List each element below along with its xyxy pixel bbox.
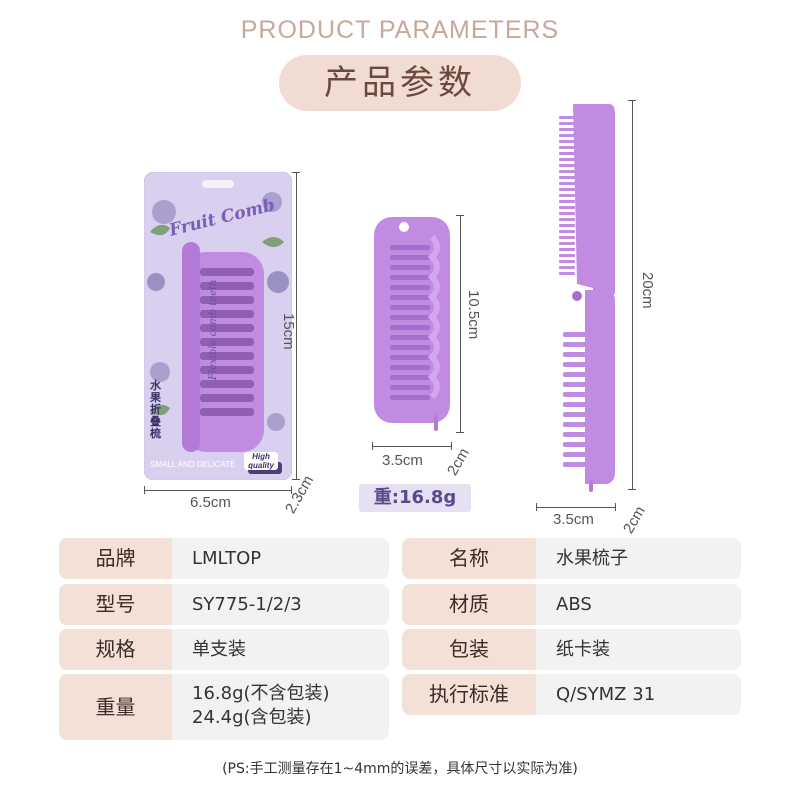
folded-width-label: 3.5cm [382, 452, 423, 469]
package-illustration [144, 172, 292, 480]
spec-label-weight: 重量 [59, 674, 172, 740]
spec-value-brand: LMLTOP [172, 538, 389, 579]
folded-height-label: 10.5cm [465, 290, 482, 340]
package-side-text-cn: 水果折叠梳 [150, 379, 161, 440]
spec-label-standard: 执行标准 [402, 674, 536, 715]
spec-label-packaging: 包装 [402, 629, 536, 670]
spec-value-spec: 单支装 [172, 629, 389, 670]
folded-comb-illustration [374, 217, 450, 431]
package-width-label: 6.5cm [190, 494, 231, 511]
spec-value-packaging: 纸卡装 [536, 629, 741, 670]
folded-depth-label: 2cm [444, 445, 473, 479]
measurement-note: (PS:手工测量存在1~4mm的误差，具体尺寸以实际为准) [222, 761, 578, 777]
spec-value-name: 水果梳子 [536, 538, 741, 579]
unfolded-comb-illustration [557, 104, 615, 492]
weight-with-package: 24.4g(含包装) [192, 707, 312, 728]
spec-value-material: ABS [536, 584, 741, 625]
spec-value-model: SY775-1/2/3 [172, 584, 389, 625]
spec-value-standard: Q/SYMZ 31 [536, 674, 741, 715]
spec-label-model: 型号 [59, 584, 172, 625]
spec-label-name: 名称 [402, 538, 536, 579]
english-title: PRODUCT PARAMETERS [240, 16, 560, 44]
spec-label-material: 材质 [402, 584, 536, 625]
spec-value-weight: 16.8g(不含包装) 24.4g(含包装) [172, 674, 389, 740]
package-bottom-text: SMALL AND DELICATE [150, 460, 236, 469]
package-side-text-en: Flexible comb teeth [208, 279, 219, 380]
weight-badge: 重:16.8g [359, 484, 471, 512]
package-height-label: 15cm [280, 313, 297, 350]
unfolded-depth-label: 2cm [620, 503, 649, 537]
weight-without-package: 16.8g(不含包装) [192, 683, 330, 704]
chinese-title: 产品参数 [279, 55, 521, 111]
spec-label-brand: 品牌 [59, 538, 172, 579]
unfolded-height-label: 20cm [639, 272, 656, 309]
package-quality-badge: High quality [244, 452, 278, 470]
spec-label-spec: 规格 [59, 629, 172, 670]
unfolded-width-label: 3.5cm [553, 511, 594, 528]
